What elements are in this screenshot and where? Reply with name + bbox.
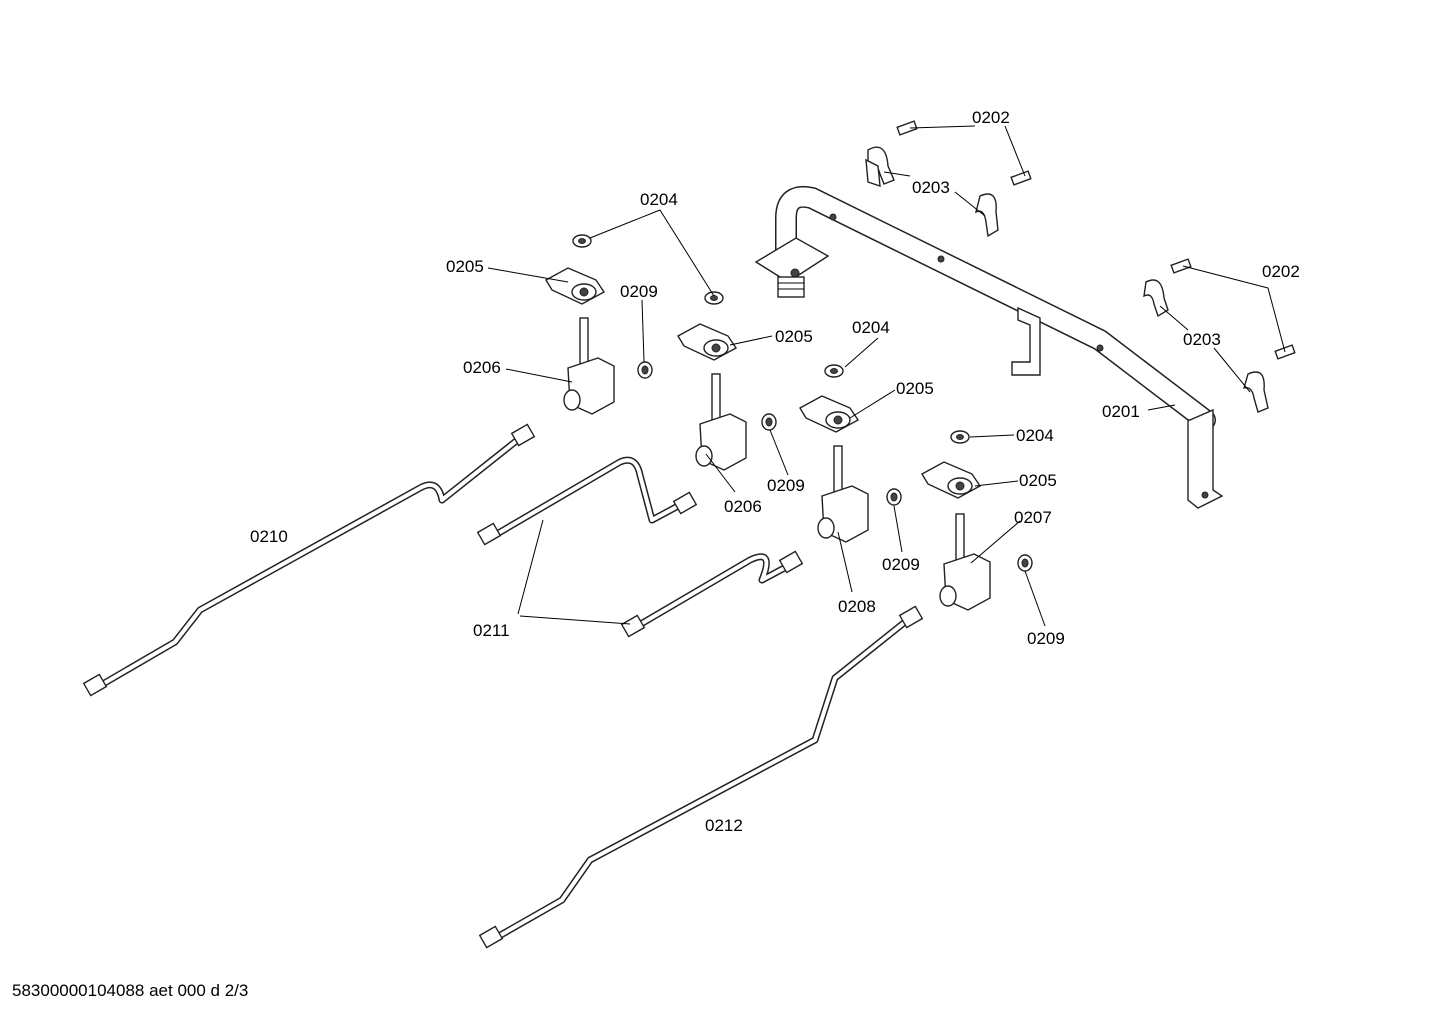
gas-pipes-0211 xyxy=(476,456,804,638)
label-0205-c: 0205 xyxy=(896,379,934,398)
drawing-reference-code: 58300000104088 aet 000 d 2/3 xyxy=(12,981,249,1000)
label-0206-b: 0206 xyxy=(724,497,762,516)
label-0209-c: 0209 xyxy=(882,555,920,574)
label-0204-c: 0204 xyxy=(1016,426,1054,445)
washers-0204 xyxy=(572,234,970,444)
label-0205-a: 0205 xyxy=(446,257,484,276)
clamp-screws xyxy=(896,120,1296,360)
gas-pipe-0210 xyxy=(82,423,536,697)
label-0204-a: 0204 xyxy=(640,190,678,209)
label-0203-right: 0203 xyxy=(1183,330,1221,349)
label-0205-d: 0205 xyxy=(1019,471,1057,490)
gas-valves xyxy=(563,317,991,611)
label-0209-b: 0209 xyxy=(767,476,805,495)
label-0208: 0208 xyxy=(838,597,876,616)
label-0207: 0207 xyxy=(1014,508,1052,527)
leader-lines xyxy=(487,125,1286,627)
label-0209-a: 0209 xyxy=(620,282,658,301)
label-0211: 0211 xyxy=(473,621,510,640)
label-0203-top: 0203 xyxy=(912,178,950,197)
label-0202-top: 0202 xyxy=(972,108,1010,127)
label-0204-b: 0204 xyxy=(852,318,890,337)
label-0205-b: 0205 xyxy=(775,327,813,346)
valve-brackets-0205 xyxy=(545,267,982,499)
label-0210: 0210 xyxy=(250,527,288,546)
label-0212: 0212 xyxy=(705,816,743,835)
part-labels: 0201 0202 0202 0203 0203 0204 0204 0204 … xyxy=(250,108,1300,835)
label-0201: 0201 xyxy=(1102,402,1140,421)
gas-pipe-0212 xyxy=(478,605,924,949)
gas-manifold-rail xyxy=(754,186,1224,509)
label-0209-d: 0209 xyxy=(1027,629,1065,648)
label-0202-right: 0202 xyxy=(1262,262,1300,281)
pipe-clamps xyxy=(865,146,1269,413)
label-0206-a: 0206 xyxy=(463,358,501,377)
sealing-nuts-0209 xyxy=(637,361,1033,572)
